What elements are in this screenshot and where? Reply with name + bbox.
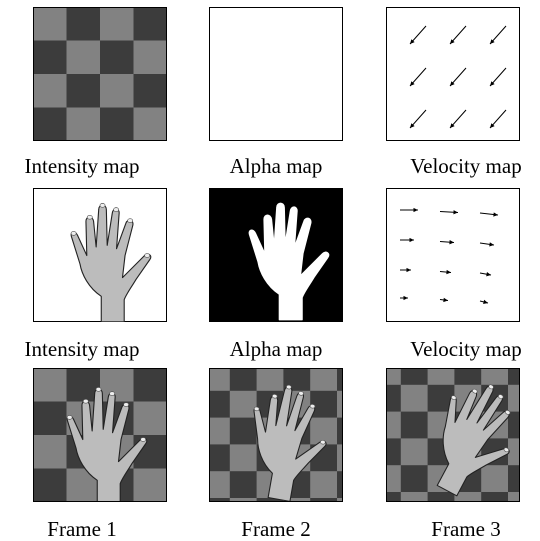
frame-1 — [33, 368, 167, 502]
caption-frame-1: Frame 1 — [47, 519, 116, 540]
hand-alpha-map — [209, 188, 343, 322]
frame-2 — [209, 368, 343, 502]
caption-frame-2: Frame 2 — [241, 519, 310, 540]
caption-intensity-map-1: Intensity map — [25, 156, 140, 177]
hand-velocity-map — [386, 188, 520, 322]
checkerboard — [33, 7, 167, 141]
frame-3 — [386, 368, 520, 502]
caption-alpha-map-2: Alpha map — [230, 339, 323, 360]
background-intensity-map — [33, 7, 167, 141]
background-alpha-map — [209, 7, 343, 141]
hand-intensity-map — [33, 188, 167, 322]
caption-velocity-map-2: Velocity map — [410, 339, 521, 360]
caption-alpha-map-1: Alpha map — [230, 156, 323, 177]
caption-frame-3: Frame 3 — [431, 519, 500, 540]
background-velocity-map — [386, 7, 520, 141]
caption-intensity-map-2: Intensity map — [25, 339, 140, 360]
caption-velocity-map-1: Velocity map — [410, 156, 521, 177]
